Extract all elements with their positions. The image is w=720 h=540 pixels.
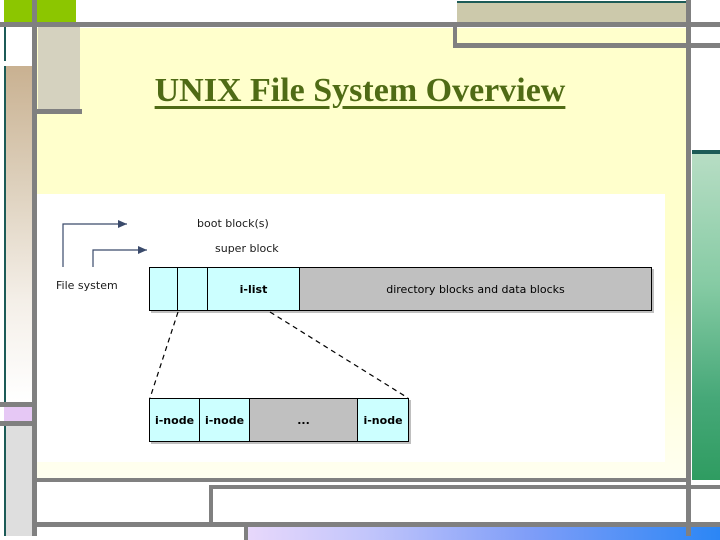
filesystem-bar: i-list directory blocks and data blocks — [149, 267, 652, 311]
inode-cell-n: i-node — [358, 399, 408, 441]
decor-right-white-pane-2 — [692, 48, 720, 146]
inode-bar: i-node i-node ... i-node — [149, 398, 409, 442]
data-blocks-cell: directory blocks and data blocks — [300, 268, 651, 310]
decor-right-green-column — [692, 150, 720, 480]
frame-rule-footer-box-top — [209, 485, 720, 489]
frame-rule-yellow-bottom — [453, 43, 720, 48]
decor-yellow-strip — [457, 28, 689, 44]
i-list-cell: i-list — [208, 268, 300, 310]
filesystem-side-label: File system — [56, 279, 118, 292]
frame-rule-right — [686, 0, 691, 536]
decor-green-chip — [4, 0, 76, 22]
inode-ellipsis-cell: ... — [250, 399, 358, 441]
frame-rule-tan-bottom — [453, 22, 690, 27]
frame-rule-beige-bottom — [36, 109, 82, 114]
decor-right-white-pane — [692, 27, 720, 43]
decor-left-white-pane — [4, 27, 34, 61]
decor-bottom-blue-bar — [244, 527, 720, 540]
filesystem-diagram: File system boot block(s) super block i-… — [37, 194, 665, 462]
callout-label-super-block: super block — [215, 242, 279, 255]
super-block-cell — [178, 268, 208, 310]
frame-rule-bottom — [32, 522, 720, 527]
inode-cell-1: i-node — [150, 399, 200, 441]
decor-beige-pane — [38, 27, 80, 113]
decor-top-white-band-right — [692, 0, 720, 22]
frame-rule-left-low-2 — [0, 421, 36, 426]
frame-rule-footer-box-left — [209, 485, 213, 526]
decor-lavender-chip — [4, 407, 32, 421]
frame-rule-body-bottom — [32, 478, 690, 482]
page-title: UNIX File System Overview — [154, 72, 566, 109]
decor-tan-band — [457, 1, 689, 24]
frame-rule-tan-left — [453, 22, 457, 48]
decor-top-white-band — [80, 0, 456, 22]
inode-cell-2: i-node — [200, 399, 250, 441]
frame-rule-left-low-1 — [0, 402, 36, 407]
frame-rule-left-stub — [32, 0, 37, 22]
boot-block-cell — [150, 268, 178, 310]
frame-rule-left — [32, 22, 37, 536]
callout-label-boot-block: boot block(s) — [197, 217, 269, 230]
decor-left-tan-column — [4, 66, 34, 402]
decor-left-gray-column — [4, 426, 34, 536]
frame-rule-top — [0, 22, 720, 27]
frame-rule-blue-left — [244, 522, 248, 540]
frame-rule-yellow-right — [686, 27, 691, 48]
